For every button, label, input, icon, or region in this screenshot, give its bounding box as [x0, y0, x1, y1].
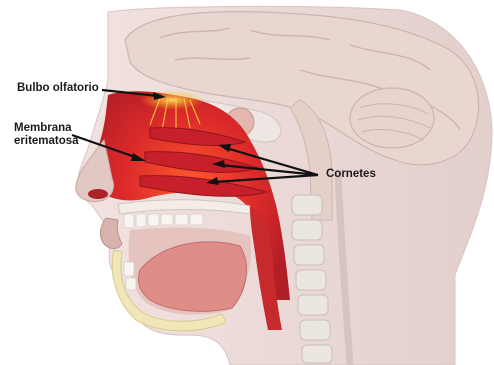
- nostril: [88, 189, 108, 199]
- label-membrana-eritematosa: Membrana eritematosa: [14, 122, 79, 148]
- label-bulbo-olfatorio: Bulbo olfatorio: [17, 82, 99, 95]
- olfactory-glow: [140, 90, 204, 110]
- label-membrana-line1: Membrana: [14, 122, 79, 135]
- label-cornetes: Cornetes: [326, 168, 376, 181]
- label-membrana-line2: eritematosa: [14, 135, 79, 148]
